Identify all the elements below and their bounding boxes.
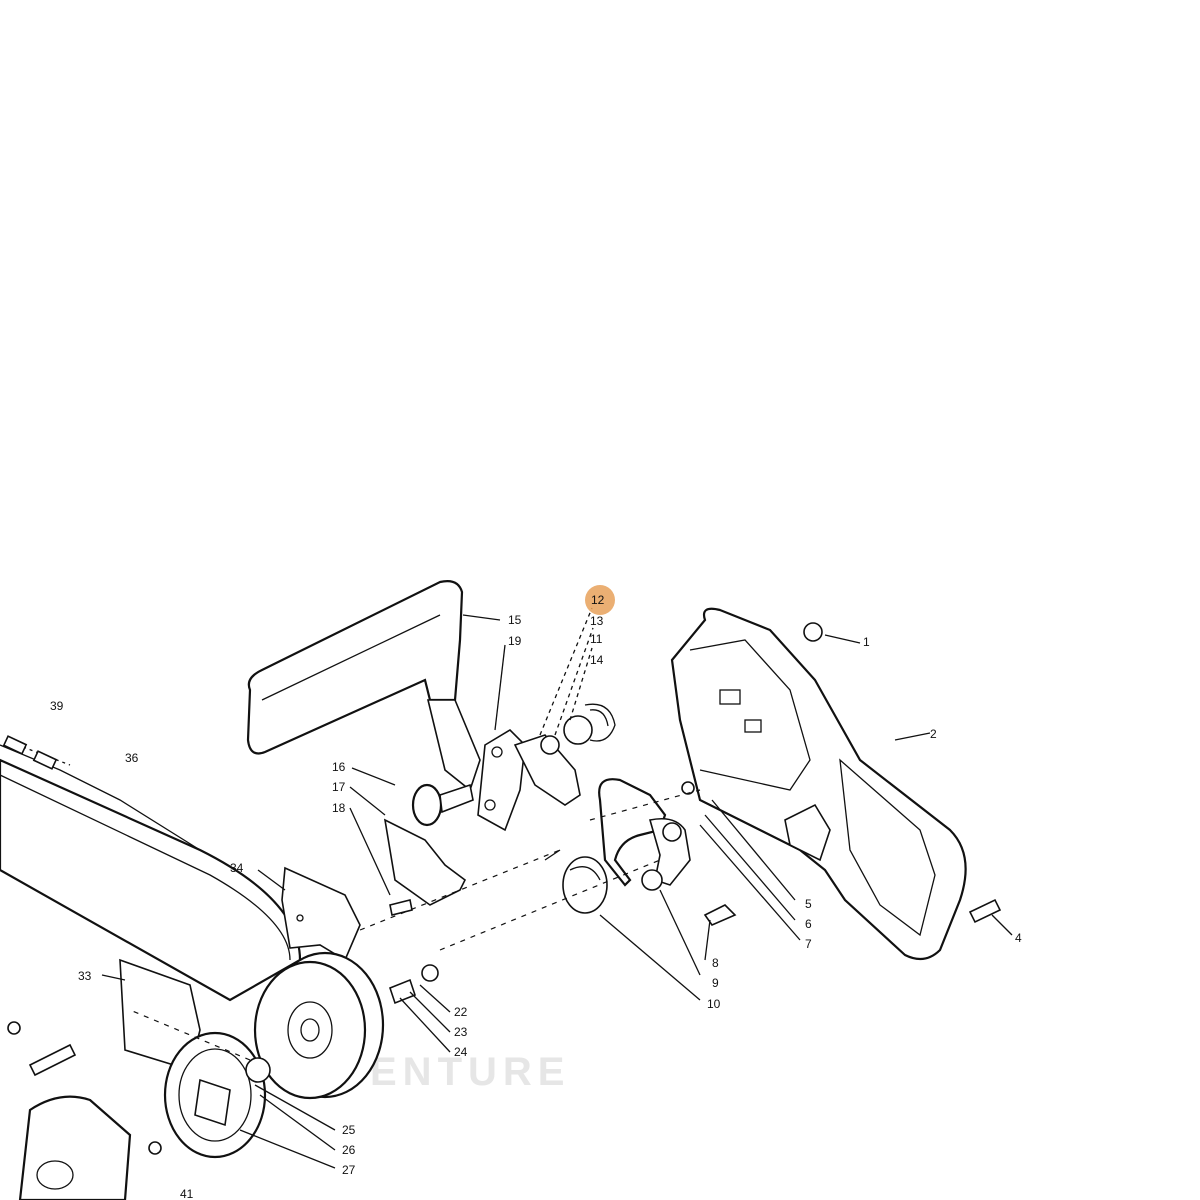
label-39: 39 bbox=[50, 699, 64, 713]
label-11: 11 bbox=[590, 632, 603, 646]
hole-icon bbox=[296, 914, 304, 922]
label-19: 19 bbox=[508, 634, 522, 648]
label-36: 36 bbox=[125, 751, 139, 765]
label-27: 27 bbox=[342, 1163, 356, 1177]
hand-guard-part bbox=[246, 580, 481, 792]
label-4: 4 bbox=[1015, 931, 1022, 945]
label-10: 10 bbox=[707, 997, 721, 1011]
label-26: 26 bbox=[342, 1143, 356, 1157]
label-2: 2 bbox=[930, 727, 937, 741]
screw-part bbox=[968, 898, 1002, 924]
label-24: 24 bbox=[454, 1045, 468, 1059]
label-13: 13 bbox=[590, 614, 604, 628]
washer-part bbox=[421, 964, 439, 982]
clutch-drum-part bbox=[253, 951, 385, 1100]
lever-plate-part bbox=[383, 818, 467, 906]
label-5: 5 bbox=[805, 897, 812, 911]
label-9: 9 bbox=[712, 976, 719, 990]
highlight-marker bbox=[585, 585, 615, 615]
nut-part bbox=[803, 622, 823, 642]
watermark-text: ENTURE bbox=[370, 1050, 570, 1094]
crankcase-housing-part bbox=[670, 607, 967, 961]
label-33: 33 bbox=[78, 969, 92, 983]
knob-part bbox=[411, 783, 474, 827]
label-12: 12 bbox=[591, 593, 605, 607]
label-23: 23 bbox=[454, 1025, 468, 1039]
label-8: 8 bbox=[712, 956, 719, 970]
brake-linkage-part bbox=[477, 703, 616, 832]
label-17: 17 bbox=[332, 780, 346, 794]
label-1: 1 bbox=[863, 635, 870, 649]
guide-bar-part bbox=[0, 735, 302, 1002]
label-41: 41 bbox=[180, 1187, 194, 1200]
label-7: 7 bbox=[805, 937, 812, 951]
label-25: 25 bbox=[342, 1123, 356, 1137]
label-16: 16 bbox=[332, 760, 346, 774]
part-labels: 1 2 4 5 6 7 8 9 10 11 12 13 14 15 16 17 … bbox=[50, 593, 1022, 1200]
label-18: 18 bbox=[332, 801, 346, 815]
label-15: 15 bbox=[508, 613, 522, 627]
clutch-assembly-part bbox=[163, 1031, 271, 1159]
label-14: 14 bbox=[590, 653, 604, 667]
label-6: 6 bbox=[805, 917, 812, 931]
cover-plate-part bbox=[281, 866, 361, 962]
leader-lines bbox=[101, 607, 1013, 1169]
bolt-part bbox=[28, 1043, 77, 1077]
label-34: 34 bbox=[230, 861, 244, 875]
label-22: 22 bbox=[454, 1005, 468, 1019]
alignment-lines bbox=[129, 789, 701, 1061]
sprocket-cover-part bbox=[18, 1095, 132, 1200]
